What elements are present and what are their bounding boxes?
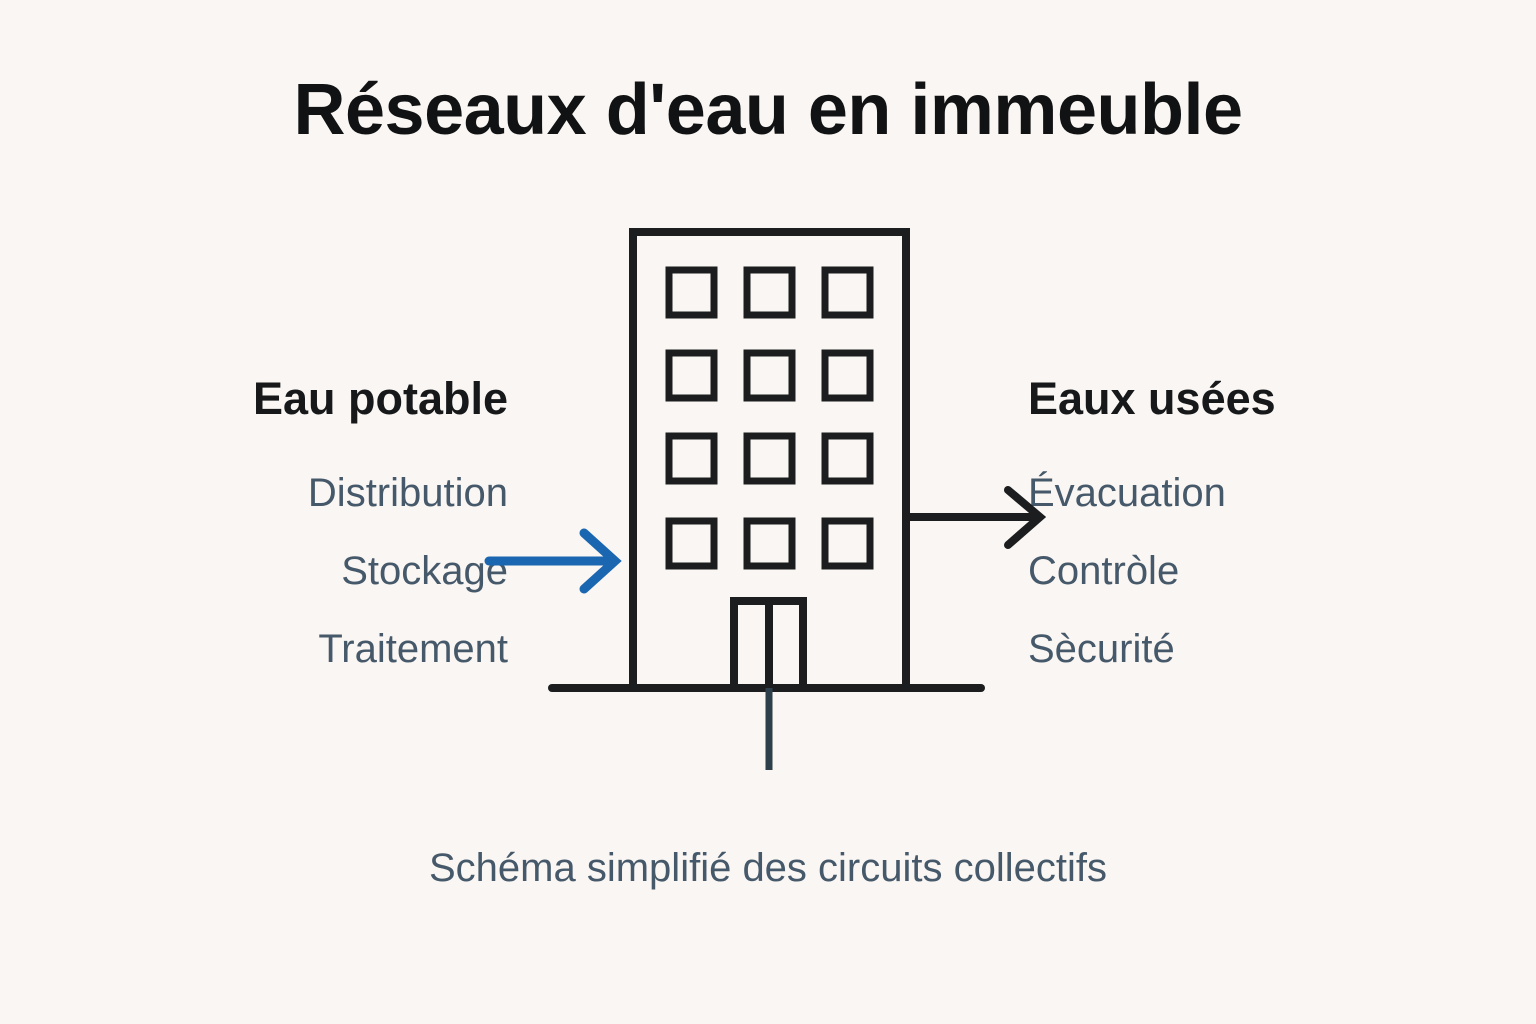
left-column-eau-potable: Eau potable Distribution Stockage Traite…	[96, 376, 508, 669]
window-icon	[665, 432, 718, 485]
building-outline-icon	[629, 228, 910, 692]
right-column-eaux-usees: Eaux usées Évacuation Contròle Sècurité	[1028, 376, 1440, 669]
left-item-distribution: Distribution	[307, 471, 508, 515]
window-icon	[743, 266, 796, 319]
right-item-securite: Sècurité	[1028, 627, 1175, 671]
page-caption: Schéma simplifié des circuits collectifs	[429, 846, 1107, 890]
window-grid	[665, 266, 874, 570]
left-item-stockage: Stockage	[341, 549, 508, 593]
left-column-heading: Eau potable	[252, 373, 508, 424]
window-icon	[665, 517, 718, 570]
right-item-controle: Contròle	[1028, 549, 1180, 593]
window-icon	[743, 517, 796, 570]
window-icon	[743, 432, 796, 485]
inlet-arrow-icon	[484, 528, 622, 594]
right-item-evacuation: Évacuation	[1028, 471, 1226, 515]
window-icon	[665, 349, 718, 402]
window-icon	[665, 266, 718, 319]
outlet-arrow-icon	[902, 486, 1047, 549]
left-item-traitement: Traitement	[318, 627, 508, 671]
page-title: Réseaux d'eau en immeuble	[293, 70, 1244, 150]
window-icon	[821, 349, 874, 402]
window-icon	[821, 266, 874, 319]
right-column-heading: Eaux usées	[1028, 373, 1276, 424]
window-icon	[743, 349, 796, 402]
window-icon	[821, 432, 874, 485]
window-icon	[821, 517, 874, 570]
